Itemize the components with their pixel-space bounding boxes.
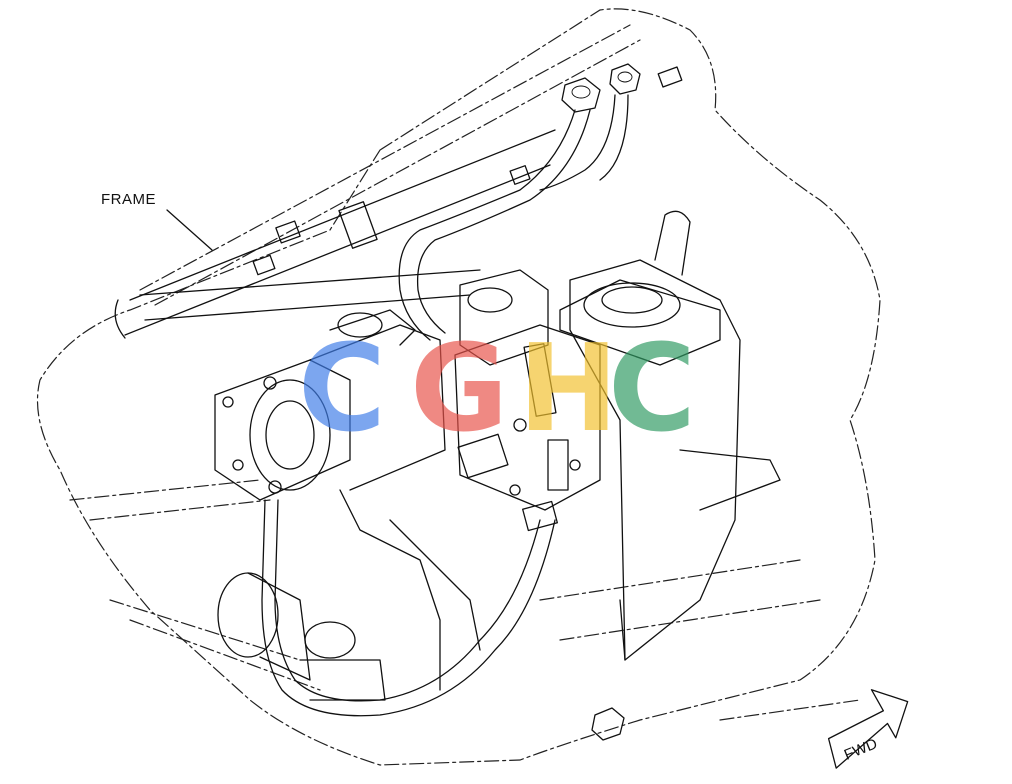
hose-lower-edge bbox=[261, 499, 556, 717]
frame-callout-leader bbox=[166, 209, 213, 251]
frame-rail-lower bbox=[69, 479, 321, 691]
hose-left bbox=[398, 109, 576, 341]
fitting-nut-2 bbox=[275, 220, 301, 244]
frame-member-2 bbox=[139, 269, 481, 321]
control-valve-block bbox=[454, 324, 601, 511]
bracket-tab bbox=[654, 210, 691, 276]
frame-outline-phantom bbox=[37, 8, 881, 766]
mounting-bolt bbox=[591, 707, 625, 741]
frame-callout-label: FRAME bbox=[101, 191, 156, 208]
fitting-nut-3 bbox=[252, 254, 276, 276]
watermark-letter-2: G bbox=[410, 320, 509, 459]
hose-right bbox=[539, 94, 629, 191]
watermark-letter-4: C bbox=[608, 320, 697, 459]
fitting-nut bbox=[509, 165, 531, 185]
reservoir-cap bbox=[559, 279, 721, 366]
hose-left-edge bbox=[416, 109, 591, 334]
fwd-label: FWD bbox=[842, 735, 880, 764]
watermark-letter-1: C bbox=[298, 320, 387, 459]
hose-fitting-top-right bbox=[609, 63, 641, 95]
frame-rail-upper bbox=[139, 24, 641, 306]
frame-member bbox=[114, 129, 556, 339]
hose-fitting-lower bbox=[522, 500, 558, 532]
upper-valve bbox=[459, 269, 549, 366]
axle-mount bbox=[217, 572, 386, 701]
watermark-letter-3: H bbox=[518, 320, 619, 459]
hose-lower bbox=[274, 499, 541, 702]
hose-fitting-top-left bbox=[561, 77, 601, 113]
mounting-bracket bbox=[569, 259, 741, 661]
bracket-side bbox=[619, 449, 781, 661]
frame-crossmember bbox=[539, 559, 861, 721]
hose-clamp bbox=[338, 201, 378, 249]
forward-direction-arrow: FWD bbox=[827, 689, 909, 769]
hydraulic-pump bbox=[214, 309, 446, 501]
lower-structure bbox=[339, 489, 481, 691]
fitting-cap bbox=[657, 66, 683, 88]
